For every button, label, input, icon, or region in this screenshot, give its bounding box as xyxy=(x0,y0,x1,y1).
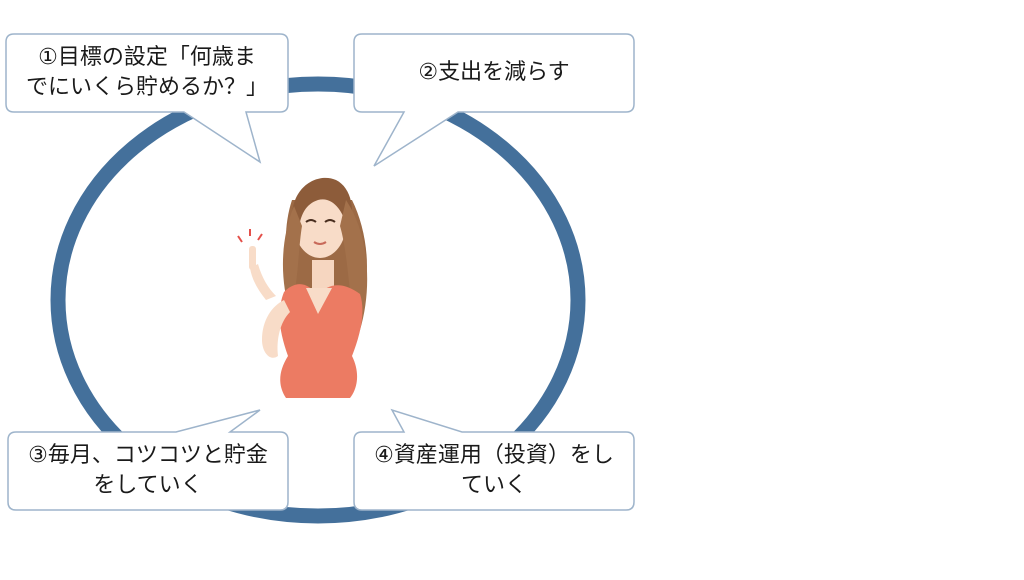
callout-text-goal: ①目標の設定「何歳ま でにいくら貯めるか？」 xyxy=(8,36,286,110)
callout-bubble-goal xyxy=(5,33,289,164)
save-line-1: ③毎月、コツコツと貯金 xyxy=(28,443,268,468)
neck xyxy=(312,260,334,290)
left-eye xyxy=(305,219,317,223)
raised-arm xyxy=(262,300,290,358)
callout-bubble-invest xyxy=(353,408,635,511)
callout-text-invest: ④資産運用（投資）をし ていく xyxy=(356,434,632,508)
callout-bubble-reduce xyxy=(353,33,635,167)
blouse xyxy=(279,284,363,398)
woman-illustration xyxy=(237,177,368,398)
v-neck xyxy=(306,288,332,314)
goal-line-1: ①目標の設定「何歳ま xyxy=(38,45,256,70)
hair-side-left xyxy=(282,206,302,312)
forearm xyxy=(250,264,276,300)
sparkle-icon xyxy=(237,229,263,243)
hair-top xyxy=(291,177,352,234)
reduce-line-1: ②支出を減らす xyxy=(418,60,570,85)
invest-line-1: ④資産運用（投資）をし xyxy=(374,443,614,468)
save-line-2: をしていく xyxy=(93,473,203,498)
callout-bubble-save xyxy=(7,409,289,511)
pointing-finger xyxy=(249,246,256,270)
callout-text-save: ③毎月、コツコツと貯金 をしていく xyxy=(10,434,286,508)
mouth xyxy=(313,241,327,245)
callout-text-reduce: ②支出を減らす xyxy=(356,36,632,110)
cycle-ring xyxy=(50,76,586,524)
goal-line-2: でにいくら貯めるか？」 xyxy=(25,75,268,100)
right-eye xyxy=(324,219,336,223)
invest-line-2: ていく xyxy=(460,473,527,498)
